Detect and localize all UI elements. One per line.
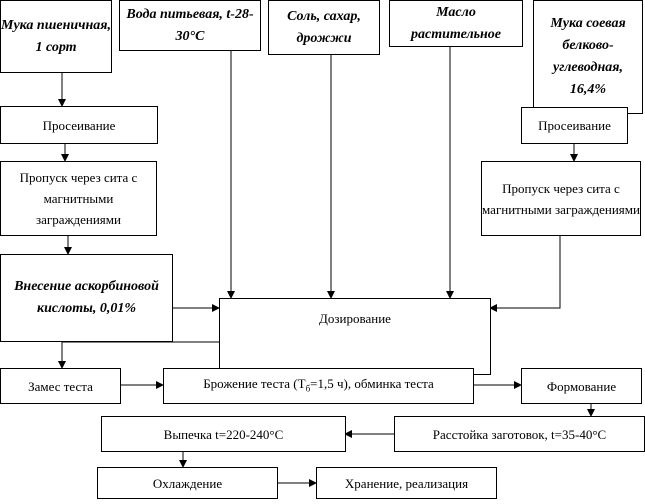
step-magnetic-right: Пропуск через сита с магнитными загражде… xyxy=(481,161,641,236)
step-baking: Выпечка t=220-240°C xyxy=(101,416,346,452)
arrow-dosing-to-kneading xyxy=(58,341,219,369)
step-dosing: Дозирование xyxy=(219,298,491,375)
fermentation-text-pre: Брожение теста (Т xyxy=(203,375,306,391)
input-water: Вода питьевая, t-28-30°C xyxy=(119,0,261,51)
step-ascorbic: Внесение аскорбиновой кислоты, 0,01% xyxy=(0,254,173,342)
input-salt-sugar-yeast: Соль, сахар, дрожжи xyxy=(268,0,380,55)
fermentation-subscript: б xyxy=(305,383,311,394)
input-wheat-flour: Мука пшеничная, 1 сорт xyxy=(0,0,112,73)
step-cooling: Охлаждение xyxy=(97,467,278,499)
step-proofing: Расстойка заготовок, t=35-40°C xyxy=(394,416,645,452)
fermentation-text-post: =1,5 ч), обминка теста xyxy=(310,375,434,391)
step-sifting-left: Просеивание xyxy=(0,106,158,144)
step-storage: Хранение, реализация xyxy=(316,467,497,499)
input-oil: Масло растительное xyxy=(389,0,523,47)
step-sifting-right: Просеивание xyxy=(521,107,628,144)
input-soy-flour: Мука соевая белково-углеводная, 16,4% xyxy=(533,0,643,114)
step-magnetic-left: Пропуск через сита с магнитными загражде… xyxy=(0,161,157,236)
step-kneading: Замес теста xyxy=(0,368,121,404)
step-forming: Формование xyxy=(521,368,642,404)
step-fermentation: Брожение теста (Тб=1,5 ч), обминка теста xyxy=(163,368,474,404)
arrow-magnetic-right-to-dosing xyxy=(489,236,561,312)
